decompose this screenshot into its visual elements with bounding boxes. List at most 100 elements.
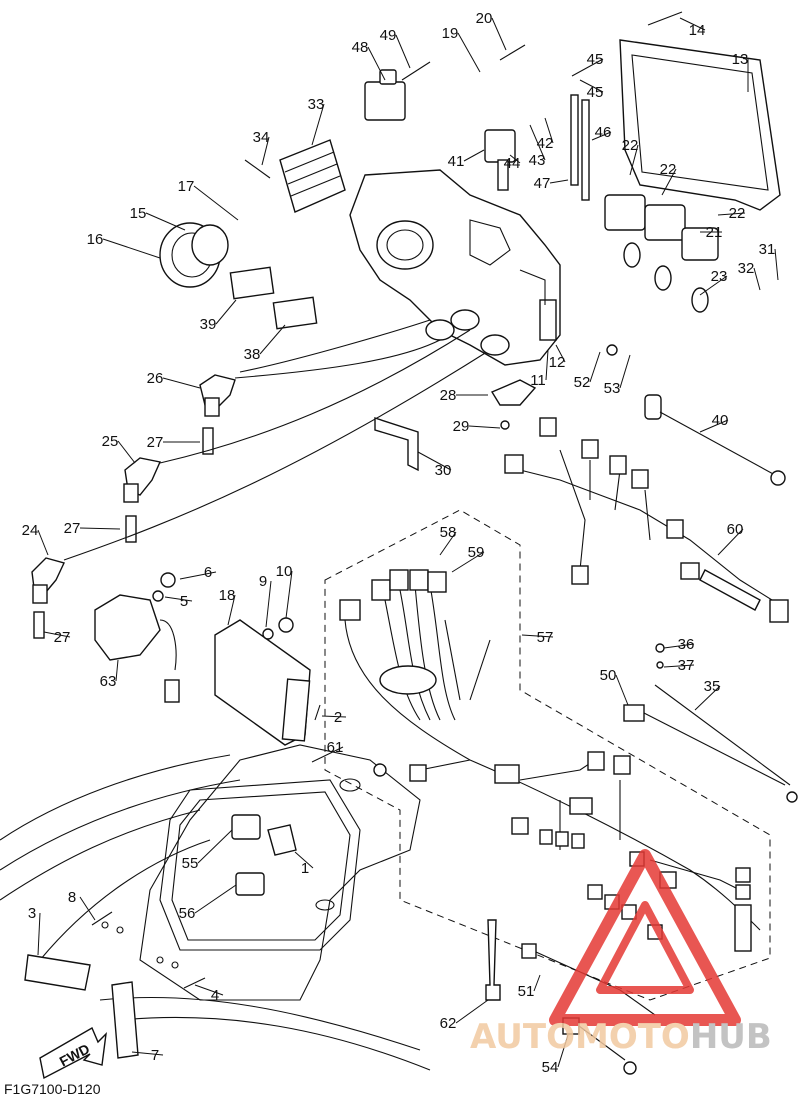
callout-23: 23 (711, 268, 728, 285)
callout-leader-24 (37, 529, 49, 556)
callout-leader-34 (261, 136, 270, 166)
callout-leader-41 (463, 149, 485, 162)
callout-29: 29 (453, 418, 470, 435)
ignition-coils (604, 194, 719, 313)
callout-22: 22 (622, 137, 639, 154)
callout-leader-29 (468, 425, 501, 429)
callout-37: 37 (678, 657, 695, 674)
callout-18: 18 (219, 587, 236, 604)
callout-leader-4 (194, 984, 224, 996)
callout-43: 43 (529, 152, 546, 169)
callout-60: 60 (727, 521, 744, 538)
callout-48: 48 (352, 39, 369, 56)
label-38 (272, 296, 318, 330)
spark-plug-caps (31, 374, 236, 604)
callout-leader-22 (717, 212, 746, 216)
temperature-sensor-lead (644, 394, 786, 486)
callout-12: 12 (549, 354, 566, 371)
callout-leader-37 (663, 664, 695, 668)
callout-14: 14 (689, 22, 706, 39)
callout-38: 38 (244, 346, 261, 363)
callout-32: 32 (738, 260, 755, 277)
callout-leader-1 (294, 851, 314, 869)
fasteners (91, 11, 683, 989)
starter-relay (364, 81, 406, 121)
callout-leader-6 (179, 571, 217, 580)
callout-leader-48 (367, 46, 386, 81)
callout-52: 52 (574, 374, 591, 391)
bracket-28 (490, 379, 537, 406)
callout-16: 16 (87, 231, 104, 248)
callout-50: 50 (600, 667, 617, 684)
callout-leader-38 (259, 324, 286, 355)
callout-53: 53 (604, 380, 621, 397)
starter-relay-flap (379, 69, 397, 85)
callout-leader-61 (311, 746, 344, 763)
callout-leader-14 (679, 17, 706, 31)
callout-46: 46 (595, 124, 612, 141)
callout-leader-3 (37, 912, 41, 956)
callout-58: 58 (440, 524, 457, 541)
callout-leader-33 (311, 103, 325, 146)
callout-leader-55 (197, 829, 233, 864)
callout-11: 11 (530, 372, 546, 389)
callout-leader-59 (451, 551, 485, 573)
callout-4: 4 (211, 987, 219, 1004)
spark-plugs (33, 427, 214, 639)
callout-27: 27 (54, 629, 71, 646)
callout-leader-16 (102, 238, 161, 259)
callout-8: 8 (68, 889, 76, 906)
callout-leader-63 (115, 659, 119, 682)
callout-leader-27 (79, 527, 121, 530)
watermark-text-hub: HUB (690, 1017, 772, 1057)
callout-leader-2 (321, 715, 347, 718)
callout-labels: 1234567891011121314151617181920212222222… (22, 10, 776, 1076)
fuses (570, 94, 590, 201)
starter-assembly (94, 594, 180, 703)
callout-17: 17 (178, 178, 195, 195)
callout-10: 10 (276, 563, 293, 580)
callout-47: 47 (534, 175, 551, 192)
callout-leader-32 (753, 267, 761, 291)
callout-leader-9 (265, 580, 272, 628)
callout-leader-22 (629, 144, 639, 176)
wire-clamp-30 (374, 417, 419, 472)
callout-42: 42 (537, 135, 554, 152)
callout-34: 34 (253, 129, 270, 146)
callout-15: 15 (130, 205, 147, 222)
plate-7 (111, 981, 139, 1059)
callout-61: 61 (327, 739, 344, 756)
battery-lead (623, 684, 798, 803)
callout-leader-36 (663, 643, 695, 649)
callout-63: 63 (100, 673, 117, 690)
callout-59: 59 (468, 544, 485, 561)
callout-40: 40 (712, 412, 729, 429)
cdi-unit (214, 619, 311, 746)
callout-5: 5 (180, 593, 188, 610)
callout-44: 44 (504, 155, 521, 172)
callout-1: 1 (301, 860, 309, 877)
callout-leader-15 (145, 212, 186, 231)
callout-leader-54 (557, 1034, 569, 1068)
callout-22: 22 (729, 205, 746, 222)
callout-leader-25 (117, 440, 136, 464)
callout-leader-46 (591, 131, 612, 141)
callout-2: 2 (334, 709, 342, 726)
callout-leader-58 (439, 531, 457, 556)
callout-leader-5 (164, 596, 193, 602)
callout-leader-12 (555, 344, 566, 363)
main-wire-harness (339, 569, 761, 952)
harness-assembly-boundary (324, 509, 771, 1001)
hull-outline (0, 744, 431, 1071)
callout-leader-23 (699, 275, 728, 296)
callout-leader-10 (285, 570, 293, 619)
forward-direction-arrow: FWD (39, 1026, 107, 1080)
watermark-triangle (549, 849, 741, 1026)
callout-28: 28 (440, 387, 457, 404)
bracket-1 (267, 824, 297, 856)
callout-6: 6 (204, 564, 212, 581)
callout-leader-44 (509, 154, 521, 164)
callout-leader-57 (521, 634, 554, 638)
callout-leader-50 (615, 674, 629, 706)
callout-leader-31 (774, 248, 779, 281)
